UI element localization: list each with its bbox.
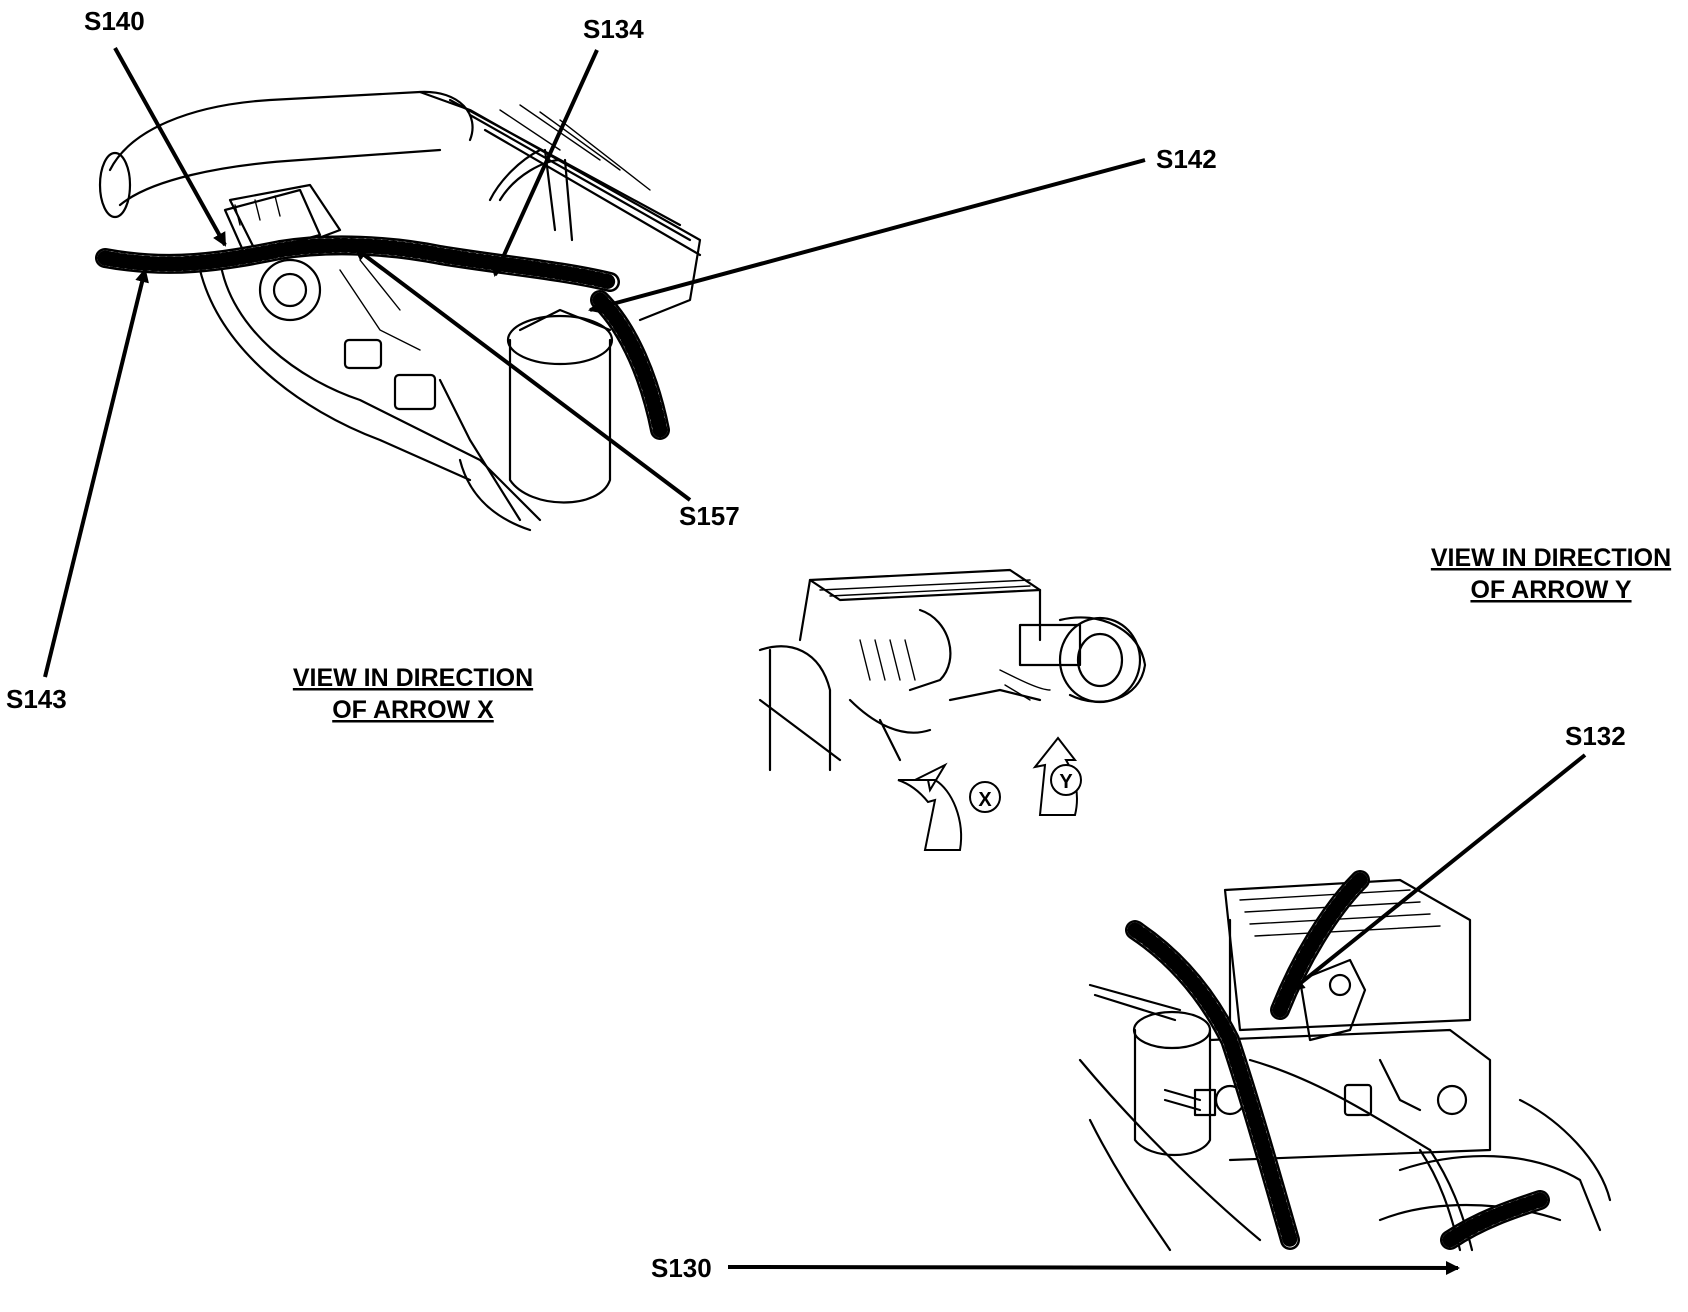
arrow-y-letter: Y (1059, 771, 1073, 793)
caption-view-y-line2: OF ARROW Y (1470, 576, 1631, 604)
leader-lines-view-x (43, 47, 1146, 678)
splice-label-s132: S132 (1565, 721, 1626, 751)
engine-overview-illustration (758, 568, 1147, 772)
splice-label-s142: S142 (1156, 144, 1217, 174)
arrow-x-letter: X (978, 789, 992, 811)
direction-arrow-x: X (897, 762, 1001, 851)
splice-label-s130: S130 (651, 1253, 712, 1283)
splice-label-s157: S157 (679, 501, 740, 531)
splice-label-s143: S143 (6, 684, 67, 714)
splice-label-s140: S140 (84, 6, 145, 36)
caption-view-x-line2: OF ARROW X (332, 696, 494, 724)
engine-illustration-view-x (95, 90, 702, 532)
direction-arrow-y: Y (1032, 736, 1082, 816)
engine-illustration-view-y (1078, 870, 1612, 1252)
splice-label-s134: S134 (583, 14, 644, 44)
caption-view-y-line1: VIEW IN DIRECTION (1431, 544, 1671, 572)
leader-lines-view-y (727, 753, 1587, 1275)
caption-view-x-line1: VIEW IN DIRECTION (293, 664, 533, 692)
